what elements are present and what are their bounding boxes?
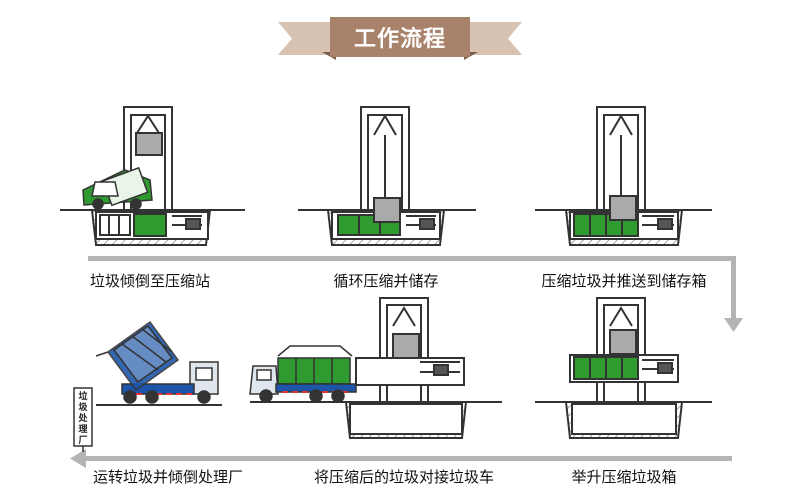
step-3-label: 压缩垃圾并推送到储存箱 [541, 272, 707, 290]
station-6-illustration [95, 320, 222, 406]
step-6-label: 运转垃圾并倾倒处理厂 [92, 468, 244, 486]
process-flow-arrow [70, 256, 743, 468]
step-4-label: 举升压缩垃圾箱 [571, 468, 677, 486]
signpost-label: 垃圾处理厂 [78, 392, 88, 446]
title-banner [278, 17, 522, 60]
page-title: 工作流程 [353, 27, 446, 52]
step-2-label: 循环压缩并储存 [333, 272, 439, 290]
step-5-label: 将压缩后的垃圾对接垃圾车 [313, 468, 495, 486]
station-5-illustration [250, 297, 502, 439]
small-garbage-truck [82, 166, 153, 210]
station-3-illustration [535, 106, 712, 246]
station-1-illustration [60, 106, 245, 246]
processing-plant-signpost [73, 387, 93, 452]
station-2-illustration [298, 106, 476, 246]
docking-garbage-truck [249, 345, 357, 403]
station-4-illustration [535, 297, 712, 439]
step-1-label: 垃圾倾倒至压缩站 [89, 272, 211, 290]
